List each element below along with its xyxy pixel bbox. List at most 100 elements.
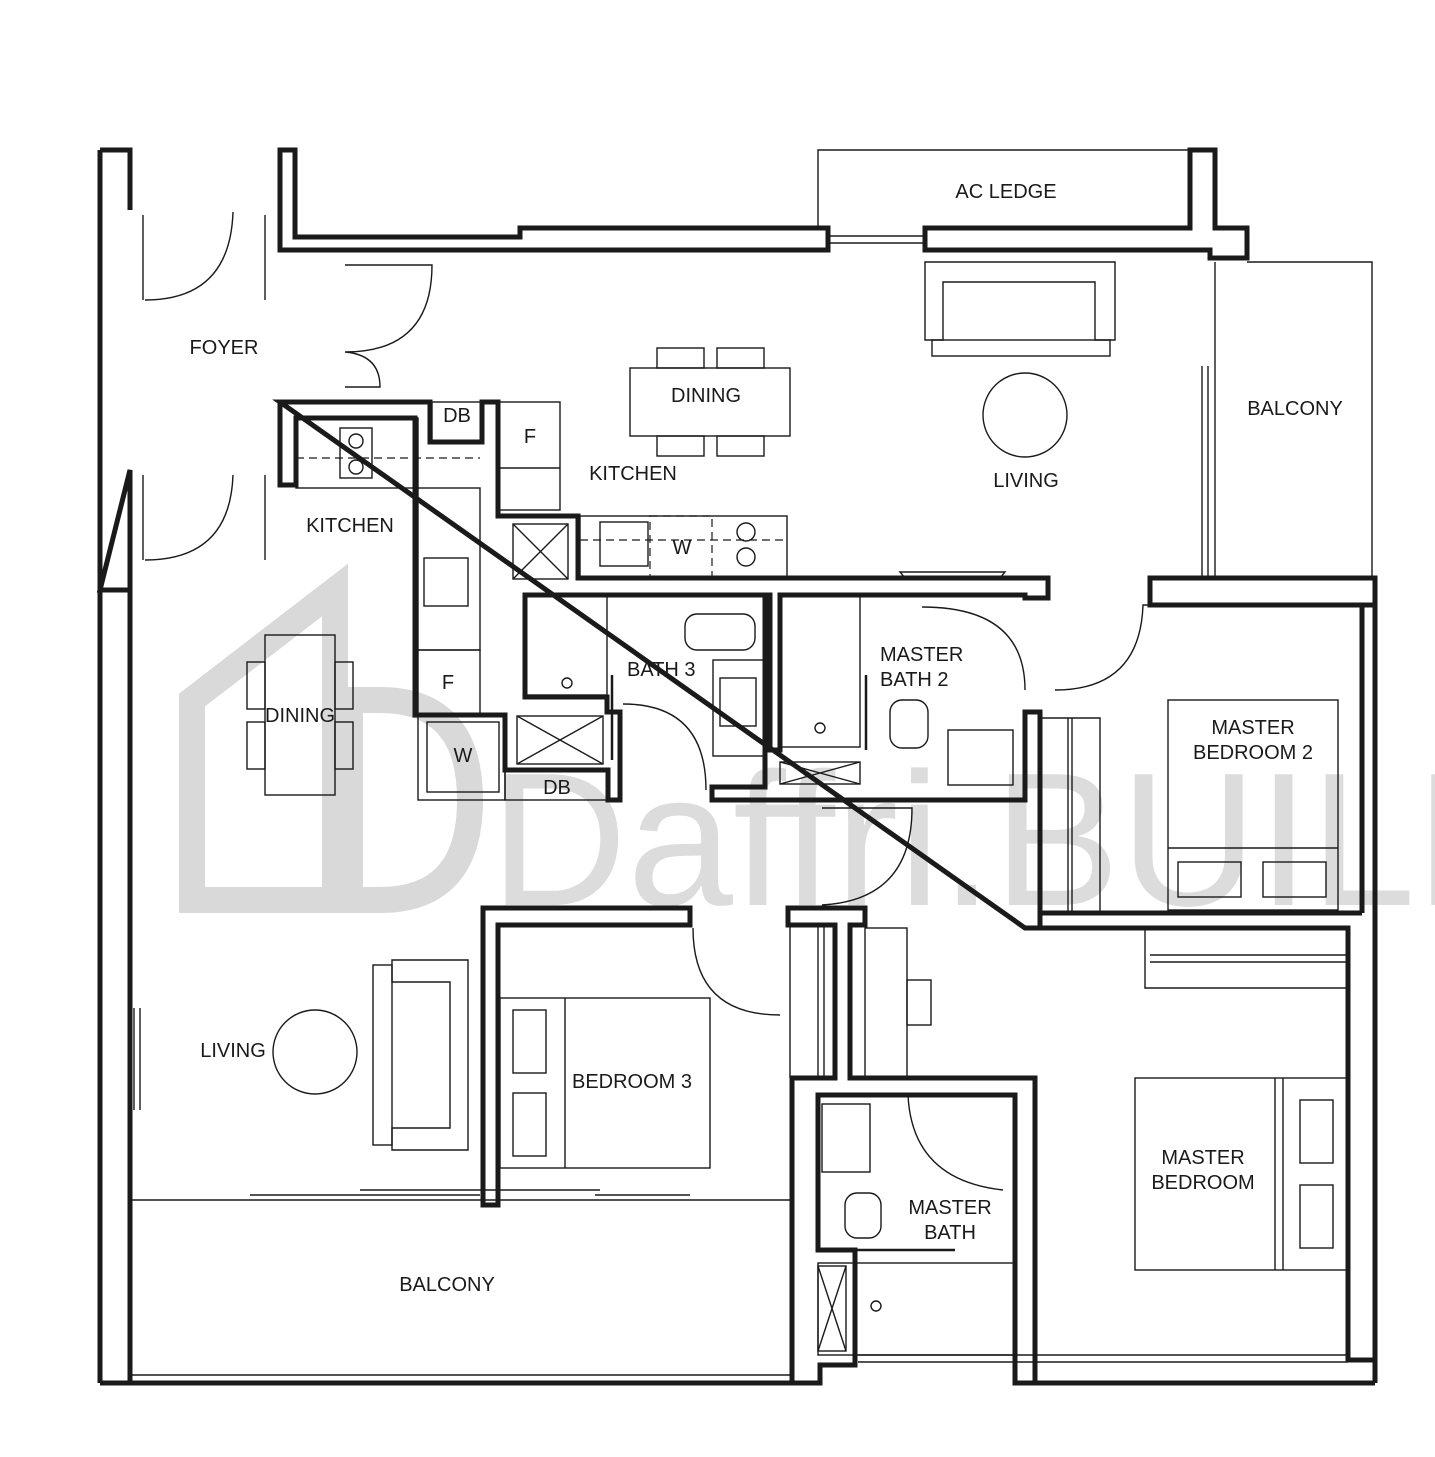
label-fridge-top: F bbox=[524, 426, 536, 448]
dining-chair-1 bbox=[656, 347, 705, 369]
bath3-fixtures bbox=[524, 594, 766, 760]
label-master-bath-line2: BATH bbox=[924, 1222, 976, 1244]
label-master-bedroom2-line2: BEDROOM 2 bbox=[1193, 742, 1313, 764]
dining-table-top bbox=[629, 367, 791, 437]
label-db-top: DB bbox=[443, 405, 471, 427]
dining-chair-3 bbox=[656, 435, 705, 457]
sofa-top-seat bbox=[931, 339, 1111, 357]
label-master-bedroom2-line1: MASTER bbox=[1211, 717, 1294, 739]
bath3-vanity bbox=[712, 659, 766, 757]
right-balcony-ledge-wall bbox=[1147, 575, 1378, 608]
foyer-door-top-leaf bbox=[142, 215, 266, 300]
master-bed-pillow-2 bbox=[1299, 1184, 1334, 1249]
right-exterior-wall bbox=[1359, 605, 1378, 1383]
corridor-door-swing bbox=[821, 807, 913, 906]
dining-table-left bbox=[264, 634, 336, 796]
watermark-house-icon bbox=[179, 563, 348, 913]
master-bath2-tap bbox=[814, 722, 826, 734]
bedroom3-bed bbox=[499, 997, 711, 1169]
tv-console bbox=[898, 571, 1007, 579]
master-bath-shower bbox=[817, 1262, 1017, 1356]
doors bbox=[130, 211, 1150, 1376]
db-top-box bbox=[431, 401, 483, 443]
shaft-left-cross bbox=[516, 715, 604, 765]
label-master-bath2-line2: BATH 2 bbox=[880, 669, 949, 691]
master-bath2-fixtures bbox=[779, 594, 1014, 786]
ac-ledge-outline bbox=[817, 149, 1190, 228]
bath3-toilet bbox=[684, 613, 756, 651]
left-exterior-wall bbox=[96, 147, 133, 593]
left-living-window bbox=[133, 1008, 141, 1110]
hob-burner-2 bbox=[736, 547, 756, 567]
master-bath-shaft-cross bbox=[817, 1265, 847, 1352]
label-balcony-bottom: BALCONY bbox=[399, 1274, 495, 1296]
hob-left bbox=[339, 427, 373, 479]
master-bedroom-wall bbox=[1025, 925, 1375, 1363]
label-db-bottom: DB bbox=[543, 777, 571, 799]
label-washer-top: W bbox=[673, 537, 692, 559]
foyer-door-bottom-swing bbox=[144, 474, 234, 561]
label-bedroom3: BEDROOM 3 bbox=[572, 1071, 692, 1093]
hob-left-burner-1 bbox=[348, 433, 364, 449]
label-washer-left: W bbox=[454, 745, 473, 767]
top-left-wall bbox=[277, 147, 831, 253]
master-bath-basin bbox=[821, 1103, 871, 1173]
right-balcony-door bbox=[1201, 262, 1216, 578]
label-master-bedroom-line1: MASTER bbox=[1161, 1147, 1244, 1169]
fixture-labels: DB DB F F W W bbox=[442, 405, 692, 799]
washer-left bbox=[417, 714, 506, 801]
foyer-door-bottom-leaf bbox=[142, 475, 266, 560]
db-bottom-box bbox=[504, 769, 609, 801]
bottom-balcony-sliding-doors bbox=[130, 1189, 790, 1376]
label-master-bath-line1: MASTER bbox=[908, 1197, 991, 1219]
master-bath2-basin bbox=[947, 729, 1014, 786]
sink-top bbox=[599, 521, 649, 567]
coffee-table-left bbox=[272, 1009, 358, 1095]
master-bath-toilet bbox=[844, 1192, 882, 1239]
right-balcony-outline bbox=[1247, 261, 1373, 578]
walls bbox=[96, 147, 1378, 1386]
master-bath2-toilet bbox=[889, 699, 929, 749]
master-bath-door-swing bbox=[907, 1094, 1004, 1191]
label-master-bath2-line1: MASTER bbox=[880, 644, 963, 666]
label-kitchen-main: KITCHEN bbox=[589, 463, 677, 485]
master-bed-bed bbox=[1134, 1077, 1349, 1271]
watermark: Daffri.BUILD bbox=[179, 563, 1435, 946]
bath3-basin bbox=[719, 677, 757, 727]
shaft-top-cross bbox=[512, 523, 569, 580]
dining-chair-4 bbox=[716, 435, 765, 457]
label-foyer: FOYER bbox=[190, 337, 259, 359]
master-bed2-door-swing bbox=[921, 604, 1150, 691]
left-chair-1 bbox=[246, 661, 266, 710]
master-bath-wall bbox=[785, 905, 1038, 1386]
room-labels: AC LEDGE FOYER DINING KITCHEN LIVING BAL… bbox=[190, 181, 1343, 1296]
master-bath-fixtures bbox=[817, 1103, 1017, 1356]
kitchen-top-fixtures bbox=[497, 401, 1007, 580]
fridge-top bbox=[497, 401, 561, 511]
shaft-left bbox=[516, 715, 604, 765]
main-entry-door-swing bbox=[344, 264, 433, 388]
top-right-wall bbox=[922, 147, 1250, 261]
dining-living-left bbox=[246, 634, 469, 1151]
shaft-top bbox=[512, 523, 569, 580]
hob-burner-1 bbox=[736, 522, 756, 542]
master-bed2-pillow-2 bbox=[1262, 861, 1327, 898]
label-ac-ledge: AC LEDGE bbox=[955, 181, 1056, 203]
study-chair bbox=[906, 979, 932, 1026]
bedroom3-wall bbox=[480, 905, 693, 1208]
label-dining-main: DINING bbox=[671, 385, 741, 407]
sofa-left bbox=[391, 959, 469, 1151]
master-bath-tap bbox=[870, 1300, 882, 1312]
left-chair-2 bbox=[246, 721, 266, 770]
label-master-bedroom-line2: BEDROOM bbox=[1151, 1172, 1254, 1194]
sink-left bbox=[423, 557, 469, 607]
bedroom3-pillow-1 bbox=[512, 1009, 547, 1074]
ac-ledge-window bbox=[828, 235, 925, 244]
bedroom3-pillow-2 bbox=[512, 1092, 547, 1157]
label-living-main: LIVING bbox=[993, 470, 1059, 492]
kitchen-left-counter bbox=[295, 417, 419, 489]
label-living-left: LIVING bbox=[200, 1040, 266, 1062]
bath3-shower bbox=[524, 594, 608, 696]
label-kitchen-left: KITCHEN bbox=[306, 515, 394, 537]
